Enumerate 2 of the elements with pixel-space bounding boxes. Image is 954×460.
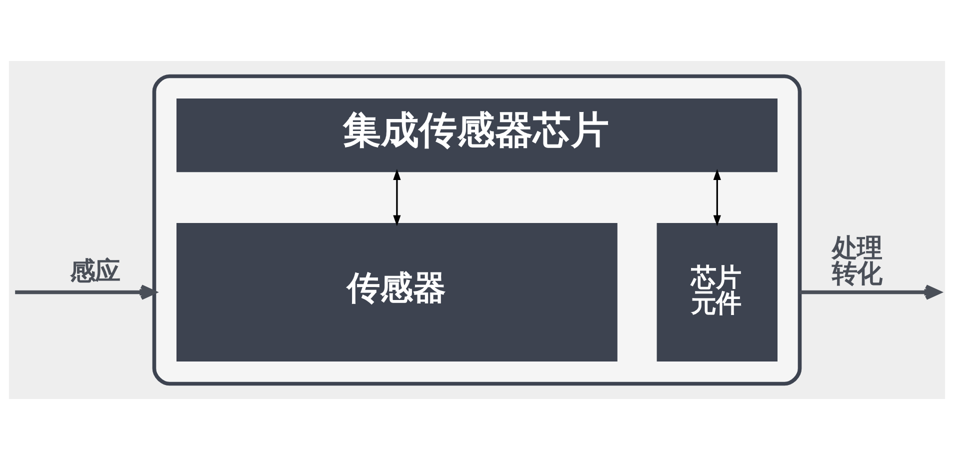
- edge-label: 感应: [70, 256, 120, 286]
- edge-label: 处理转化: [832, 232, 882, 288]
